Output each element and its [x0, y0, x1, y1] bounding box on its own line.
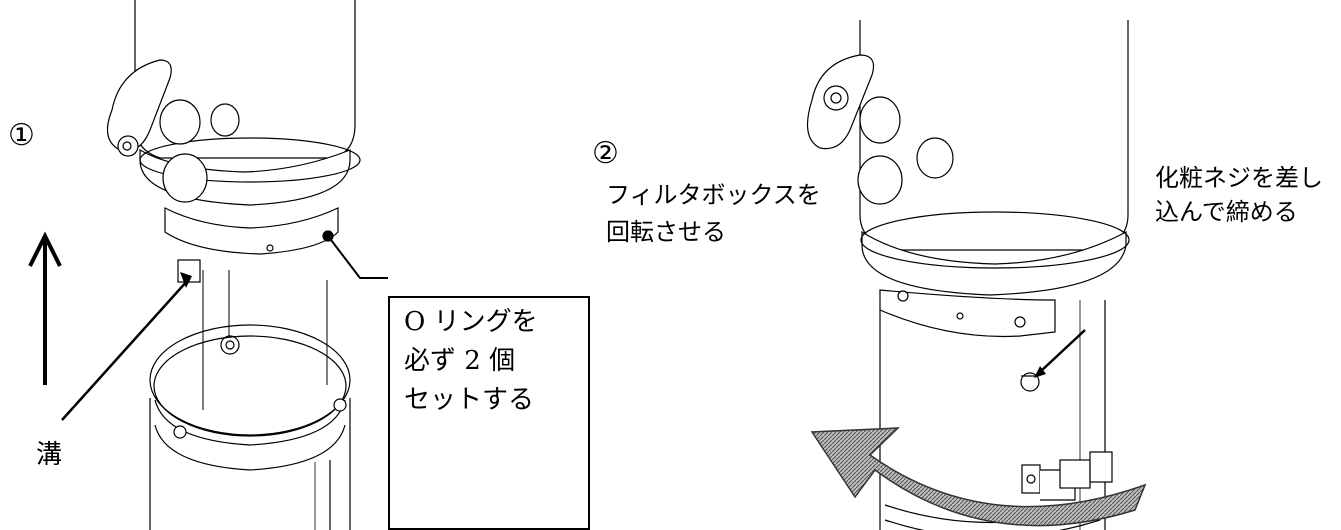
- step2-marker: ②: [592, 136, 619, 171]
- rotate-label-line2: 回転させる: [606, 218, 726, 246]
- screw-leader-line: [1034, 329, 1086, 378]
- left-assembly-illustration: [106, 0, 361, 530]
- screw-label-line1: 化粧ネジを差し: [1155, 164, 1323, 192]
- groove-label: 溝: [36, 440, 63, 470]
- right-assembly-illustration: [806, 20, 1130, 530]
- curved-rotate-arrow-icon: [810, 427, 1147, 527]
- oring-note-line1: O リングを: [404, 307, 538, 337]
- rotate-label-line1: フィルタボックスを: [606, 181, 821, 209]
- up-arrow-icon: [28, 231, 62, 385]
- o-ring-note-box: [388, 296, 590, 530]
- step1-marker: ①: [8, 118, 35, 153]
- oring-note-line3: セットする: [404, 385, 535, 415]
- left-leader-lines: [61, 235, 388, 421]
- screw-label-line2: 込んで締める: [1155, 198, 1298, 226]
- oring-note-line2: 必ず 2 個: [404, 346, 516, 376]
